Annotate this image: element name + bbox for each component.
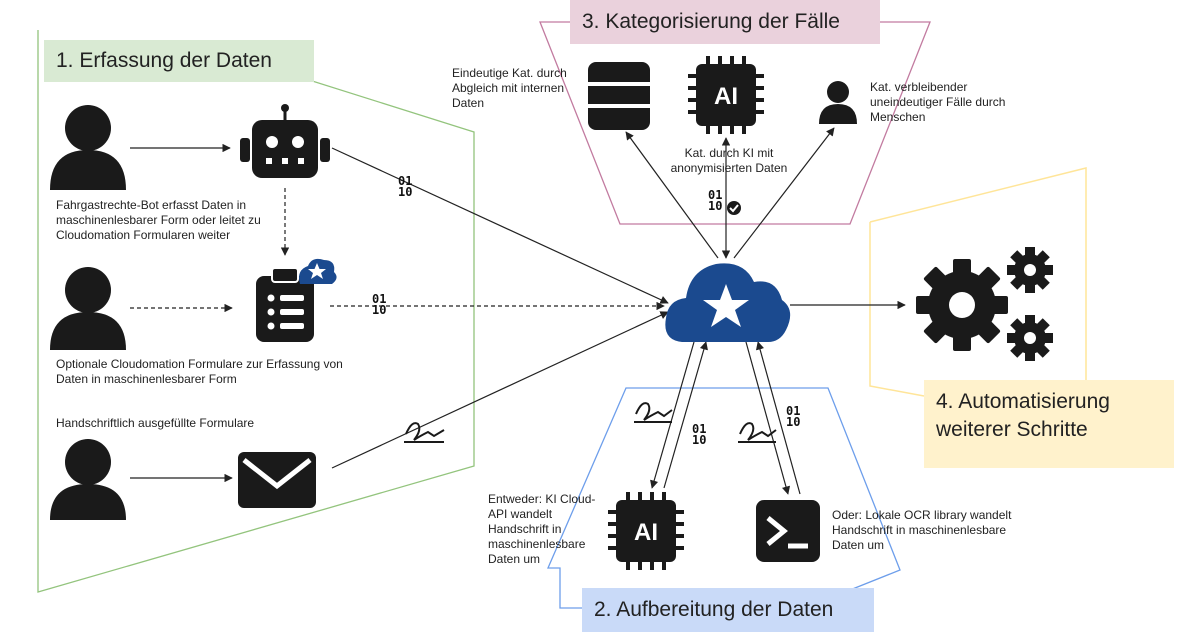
erfassung-outline [37, 30, 475, 593]
arrow-cloud-ai-ocr [650, 341, 695, 489]
binary-data-icon: 01 10 [398, 174, 413, 199]
ai-chip-icon: AI [688, 56, 764, 134]
local-ocr-label: Oder: Lokale OCR library wandelt Handsch… [832, 508, 1012, 552]
binary-bottom: 10 [398, 185, 413, 199]
section-title-aufbereitung: 2. Aufbereitung der Daten [582, 588, 874, 632]
binary-bottom: 10 [786, 415, 801, 429]
arrow-ai-ocr-cloud [663, 341, 708, 489]
section-title-automatisierung: 4. Automatisierung weiterer Schritte [924, 380, 1174, 468]
binary-top: 01 [708, 188, 723, 202]
arrow-terminal-cloud [755, 341, 801, 495]
user-icon [50, 439, 126, 520]
arrow-cloud-terminal [745, 341, 791, 495]
cloudomation-cloud-icon [665, 263, 791, 342]
arrow-cloud-db [625, 131, 719, 259]
gears-icon [916, 247, 1053, 361]
aufbereitung-outline [547, 387, 901, 609]
arrow-cloud-human [733, 127, 835, 259]
automatisierung-outline [869, 167, 1087, 397]
user-icon-small [819, 81, 857, 124]
ai-ocr-label: Entweder: KI Cloud-API wandelt Handschri… [488, 492, 596, 566]
binary-data-icon: 01 10 [372, 292, 387, 317]
binary-bottom: 10 [708, 199, 723, 213]
form-clipboard-icon [256, 267, 314, 342]
binary-bottom: 10 [372, 303, 387, 317]
binary-top: 01 [786, 404, 801, 418]
check-badge-icon [727, 201, 741, 215]
user-icon [50, 105, 126, 190]
binary-top: 01 [692, 422, 707, 436]
terminal-icon [756, 500, 820, 562]
binary-bottom: 10 [692, 433, 707, 447]
signature-icon [404, 422, 445, 443]
envelope-icon [238, 452, 316, 508]
ai-chip-icon: AI [608, 492, 684, 570]
section-title-kategorisierung: 3. Kategorisierung der Fälle [570, 0, 880, 44]
signature-icon [738, 422, 777, 443]
user-icon [50, 267, 126, 350]
binary-top: 01 [398, 174, 413, 188]
section-title-erfassung: 1. Erfassung der Daten [44, 40, 314, 82]
arrow-bot-cloud [331, 147, 669, 304]
ai-chip-text: AI [714, 83, 738, 110]
ai-category-label: Kat. durch KI mit anonymisierten Daten [670, 146, 788, 175]
db-category-label: Eindeutige Kat. durch Abgleich mit inter… [452, 66, 567, 110]
database-icon [588, 62, 650, 130]
forms-label: Optionale Cloudomation Formulare zur Erf… [56, 357, 343, 386]
signature-icon [634, 402, 673, 423]
robot-icon [240, 104, 330, 178]
binary-data-icon: 01 10 [708, 188, 723, 213]
cloudomation-mini-cloud-icon [299, 258, 337, 284]
binary-top: 01 [372, 292, 387, 306]
binary-data-icon: 01 10 [786, 404, 801, 429]
kategorisierung-outline [539, 21, 931, 225]
arrow-mail-cloud [331, 311, 669, 469]
bot-label: Fahrgastrechte-Bot erfasst Daten in masc… [56, 198, 261, 242]
human-category-label: Kat. verbleibender uneindeutiger Fälle d… [870, 80, 1006, 124]
handwritten-label: Handschriftlich ausgefüllte Formulare [56, 416, 255, 430]
ai-chip-text: AI [634, 519, 658, 546]
binary-data-icon: 01 10 [692, 422, 707, 447]
